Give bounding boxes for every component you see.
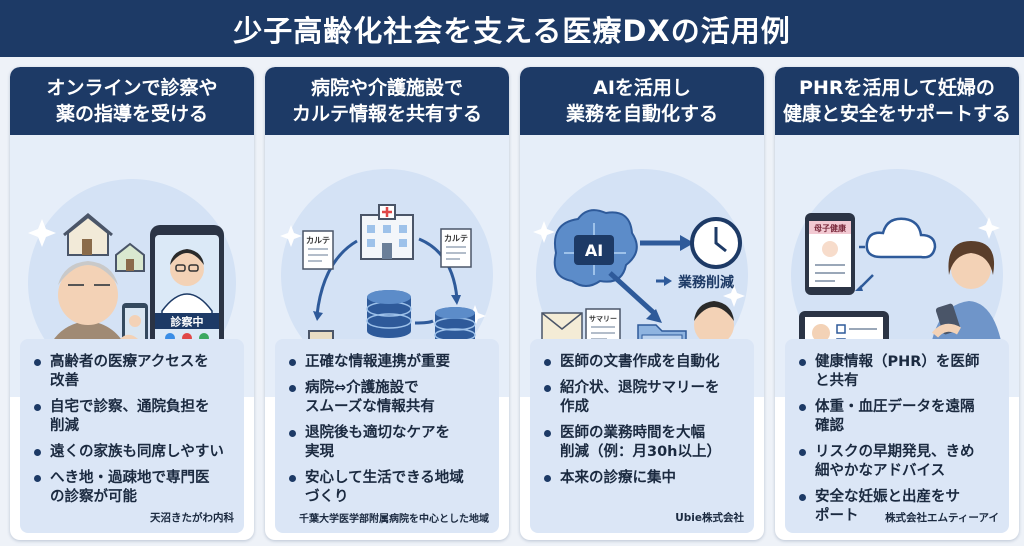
card-phr-pregnancy: PHRを活用して妊婦の 健康と安全をサポートする 母子健康 (775, 67, 1019, 540)
bullet-item: 医師の業務時間を大幅削減（例：月30h以上） (544, 424, 746, 462)
card-heading-line: オンラインで診察や (46, 77, 218, 99)
card-heading: PHRを活用して妊婦の 健康と安全をサポートする (775, 67, 1019, 135)
bullet-item: へき地・過疎地で専門医の診察が可能 (34, 469, 236, 507)
app-label: 母子健康 (814, 223, 847, 233)
card-online-consultation: オンラインで診察や 薬の指導を受ける (10, 67, 254, 540)
phone-status-label: 診察中 (171, 315, 204, 329)
card-heading-line: 健康と安全をサポートする (782, 103, 1011, 125)
card-heading-line: AIを活用し (593, 77, 691, 99)
card-heading-line: PHRを活用して妊婦の (799, 77, 995, 99)
bullet-item: 退院後も適切なケアを実現 (289, 424, 491, 462)
smartphone-icon: 診察中 (150, 225, 224, 357)
bullet-panel: 正確な情報連携が重要 病院⇔介護施設でスムーズな情報共有 退院後も適切なケアを実… (275, 339, 499, 533)
svg-text:カルテ: カルテ (306, 236, 330, 245)
bullet-panel: 高齢者の医療アクセスを改善 自宅で診察、通院負担を削減 遠くの家族も同席しやすい… (20, 339, 244, 533)
card-heading-line: 業務を自動化する (565, 103, 718, 125)
bullet-item: リスクの早期発見、きめ細やかなアドバイス (799, 443, 1001, 481)
bullet-item: 健康情報（PHR）を医師と共有 (799, 353, 1001, 391)
bullet-item: 医師の文書作成を自動化 (544, 353, 746, 372)
card-heading: オンラインで診察や 薬の指導を受ける (10, 67, 254, 135)
page-title: 少子高齢化社会を支える医療DXの活用例 (233, 13, 791, 48)
ai-label: AI (585, 241, 603, 260)
document-icon: カルテ (440, 228, 472, 268)
bullet-panel: 医師の文書作成を自動化 紹介状、退院サマリーを作成 医師の業務時間を大幅削減（例… (530, 339, 754, 533)
bullet-item: 安全な妊娠と出産をサポート (799, 488, 1001, 526)
card-heading-line: 薬の指導を受ける (55, 103, 208, 125)
card-heading: AIを活用し 業務を自動化する (520, 67, 764, 135)
bullet-item: 遠くの家族も同席しやすい (34, 443, 236, 462)
bullet-item: 高齢者の医療アクセスを改善 (34, 353, 236, 391)
document-icon: カルテ (302, 230, 334, 270)
source-credit: 千葉大学医学部附属病院を中心とした地域 (299, 514, 489, 525)
source-credit: 天沼きたがわ内科 (150, 512, 234, 524)
card-heading: 病院や介護施設で カルテ情報を共有する (265, 67, 509, 135)
bullet-item: 体重・血圧データを遠隔確認 (799, 398, 1001, 436)
svg-text:カルテ: カルテ (444, 234, 468, 243)
bullet-item: 安心して生活できる地域づくり (289, 469, 491, 507)
bullet-item: 自宅で診察、通院負担を削減 (34, 398, 236, 436)
arrow-icon (680, 235, 694, 251)
database-icon (366, 290, 412, 338)
card-heading-line: 病院や介護施設で (310, 77, 463, 99)
bullet-panel: 健康情報（PHR）を医師と共有 体重・血圧データを遠隔確認 リスクの早期発見、き… (785, 339, 1009, 533)
hospital-icon (360, 204, 414, 260)
card-heading-line: カルテ情報を共有する (291, 103, 482, 125)
page-header: 少子高齢化社会を支える医療DXの活用例 (0, 0, 1024, 57)
bullet-item: 正確な情報連携が重要 (289, 353, 491, 372)
sparkle-icon (28, 219, 56, 247)
envelope-icon (541, 312, 583, 342)
source-credit: Ubie株式会社 (675, 512, 744, 524)
house-icon (63, 213, 113, 256)
card-record-sharing: 病院や介護施設で カルテ情報を共有する (265, 67, 509, 540)
cloud-icon (865, 217, 937, 259)
source-credit: 株式会社エムティーアイ (885, 512, 999, 524)
house-icon (115, 242, 145, 272)
bullet-item: 紹介状、退院サマリーを作成 (544, 379, 746, 417)
card-ai-automation: AIを活用し 業務を自動化する AI 業務削減 (520, 67, 764, 540)
ai-brain-icon: AI (553, 209, 638, 287)
smartphone-icon: 母子健康 (805, 213, 855, 295)
clock-icon (690, 217, 742, 269)
bullet-item: 本来の診療に集中 (544, 469, 746, 488)
svg-text:サマリー: サマリー (589, 315, 617, 323)
bullet-item: 病院⇔介護施設でスムーズな情報共有 (289, 379, 491, 417)
reduction-label: 業務削減 (677, 274, 734, 291)
